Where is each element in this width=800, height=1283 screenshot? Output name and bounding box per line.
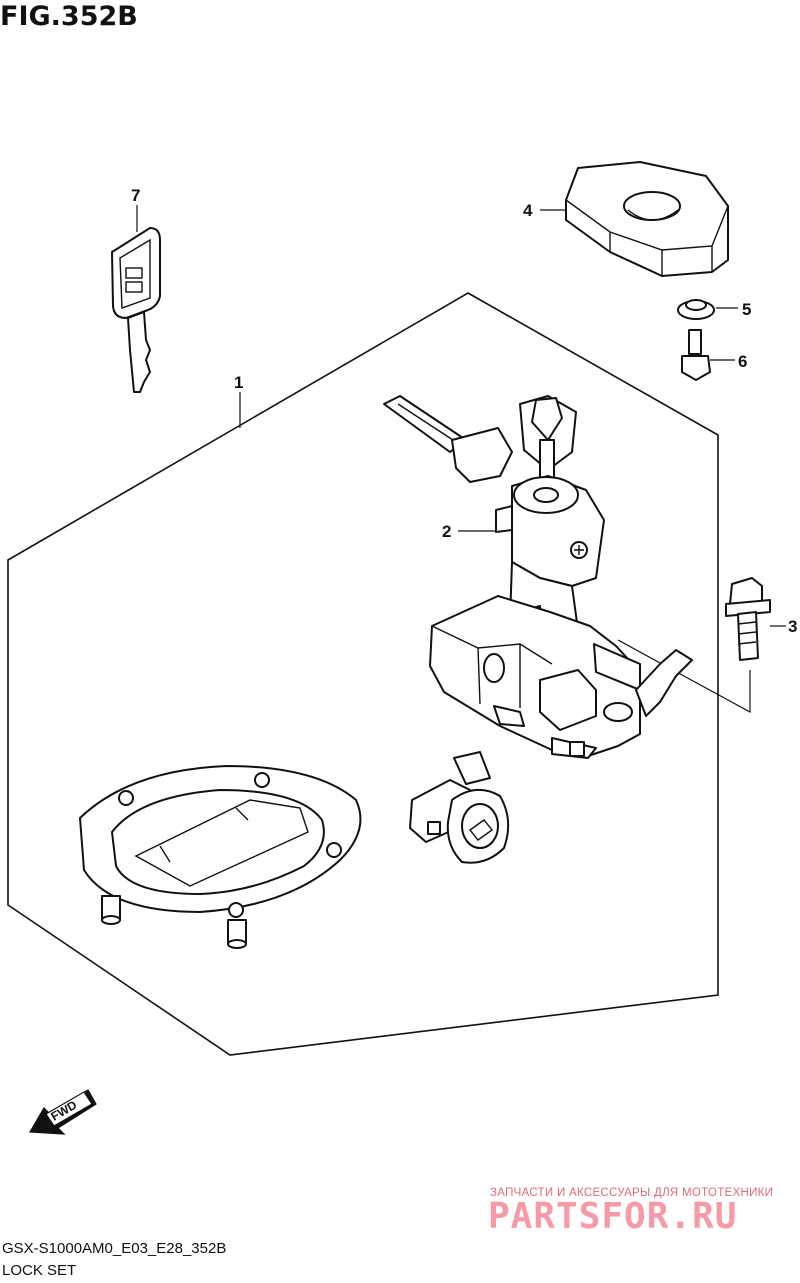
callout-3: 3 xyxy=(788,617,797,636)
callout-2: 2 xyxy=(442,522,451,541)
fuel-cap-ring-part[interactable] xyxy=(79,765,362,949)
cover-part[interactable] xyxy=(565,161,729,277)
washer-part[interactable] xyxy=(677,299,715,320)
callout-5: 5 xyxy=(742,300,751,319)
figure-title: FIG.352B xyxy=(0,1,138,32)
assembly-frame xyxy=(7,292,719,1056)
watermark-brand: PARTSFOR.RU xyxy=(488,1196,738,1237)
key-part[interactable] xyxy=(111,227,161,393)
fwd-arrow-badge: FWD xyxy=(28,1089,97,1135)
callout-4: 4 xyxy=(523,201,533,220)
ignition-switch-part[interactable] xyxy=(383,395,693,759)
callout-6: 6 xyxy=(738,352,747,371)
screw-part[interactable] xyxy=(681,329,711,381)
watermark-tagline: ЗАПЧАСТИ И АКСЕССУАРЫ ДЛЯ МОТОТЕХНИКИ xyxy=(490,1187,774,1199)
figure-code: GSX-S1000AM0_E03_E28_352B xyxy=(2,1240,227,1257)
seat-lock-cylinder-part[interactable] xyxy=(409,751,510,864)
callout-7: 7 xyxy=(131,186,140,205)
callout-1: 1 xyxy=(234,373,243,392)
bolt-part[interactable] xyxy=(725,577,771,661)
figure-caption: LOCK SET xyxy=(2,1262,77,1279)
